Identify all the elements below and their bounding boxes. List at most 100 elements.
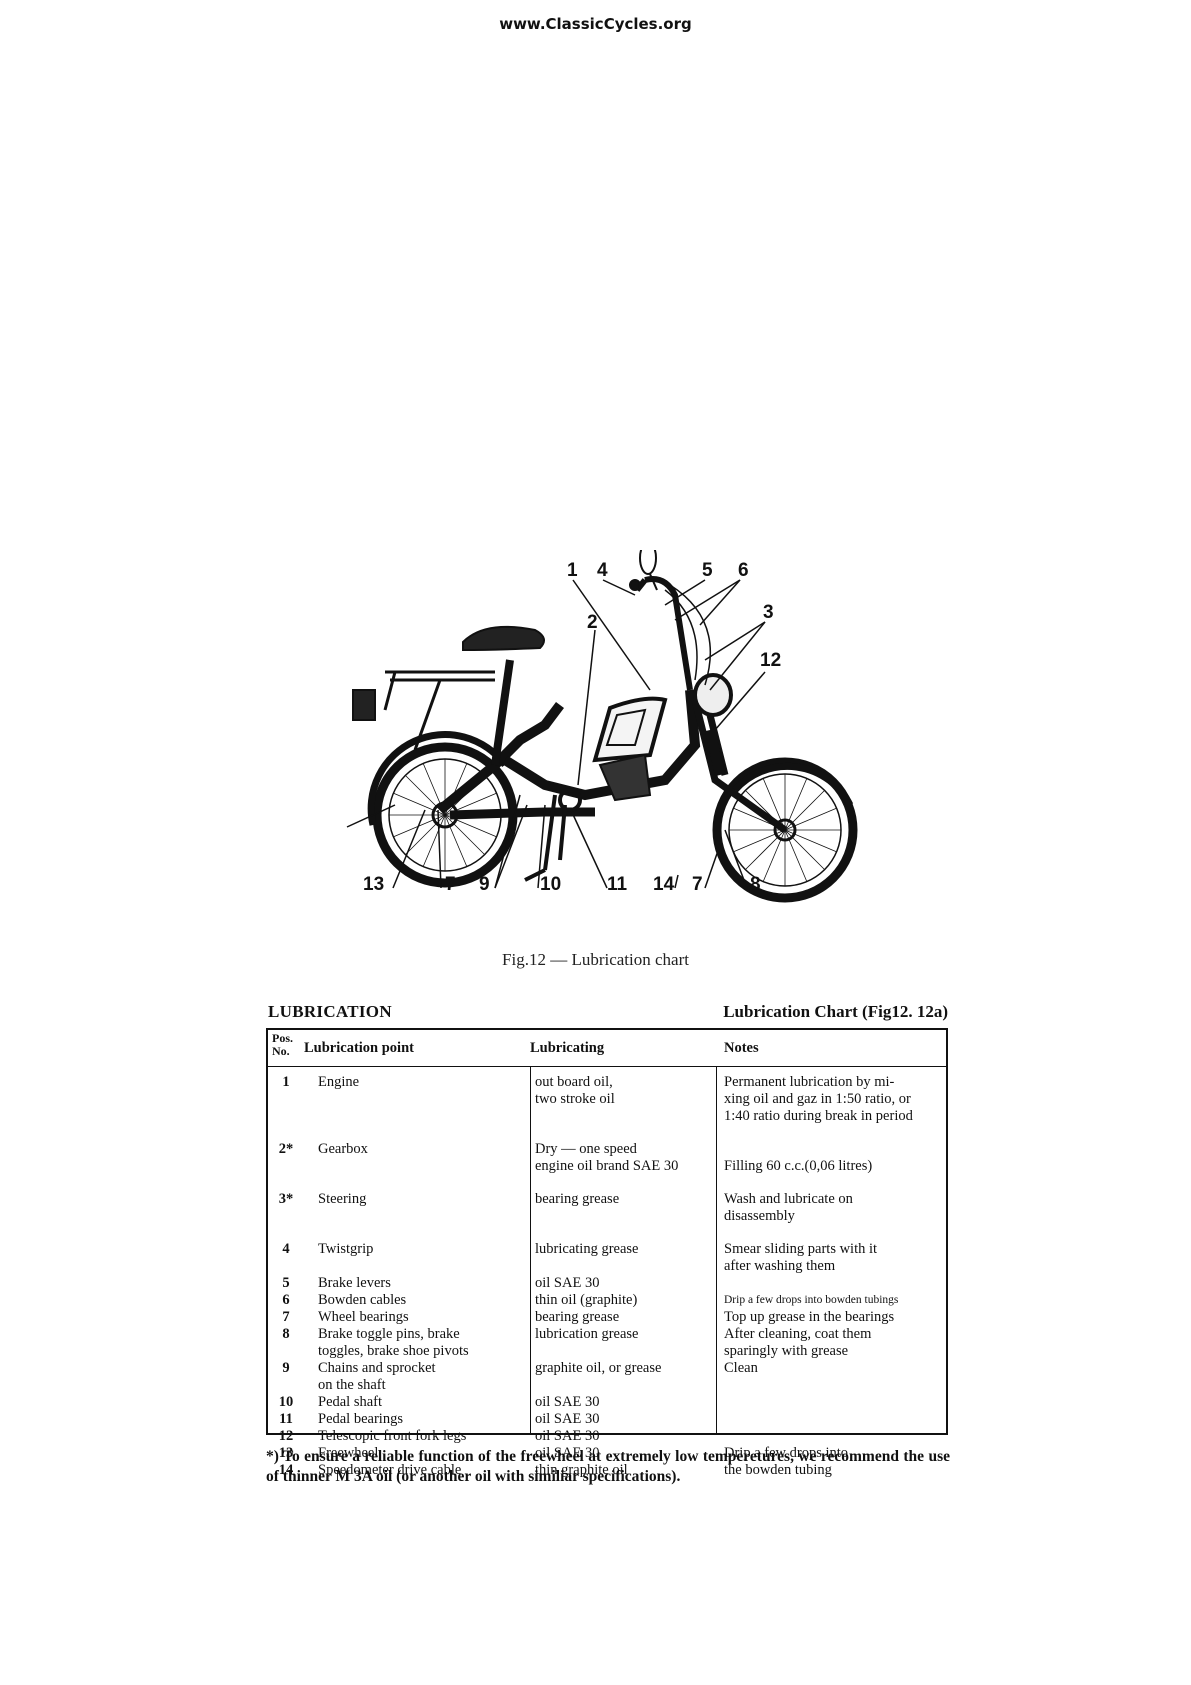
lubrication-point: Wheel bearings (318, 1309, 409, 1325)
lubrication-point: on the shaft (318, 1377, 386, 1393)
note: Permanent lubrication by mi- (724, 1074, 895, 1090)
row-number: 5 (282, 1275, 290, 1291)
callout-2: 2 (587, 612, 598, 633)
lubricant: out board oil, (535, 1074, 613, 1090)
lubricant: lubricating grease (535, 1241, 639, 1257)
table-row: 13 Freewheel oil SAE 30 Drip a few drops in… (268, 1445, 946, 1462)
lubricant: thin oil (graphite) (535, 1292, 638, 1308)
lubrication-point: Pedal shaft (318, 1394, 383, 1410)
lubricant: engine oil brand SAE 30 (535, 1158, 679, 1174)
note: Wash and lubricate on (724, 1191, 853, 1207)
row-number: 8 (282, 1326, 290, 1342)
row-number: 10 (278, 1394, 294, 1410)
moped-drawing: 1 4 5 6 3 2 12 8 13 7 9 10 11 14 7 8 (346, 550, 858, 903)
table-row: 7 Wheel bearings bearing grease Top up grea… (268, 1309, 946, 1326)
column-rule (716, 1066, 717, 1433)
header-rule (268, 1066, 946, 1067)
lubrication-point: toggles, brake shoe pivots (318, 1343, 469, 1359)
table-row: 5 Brake levers oil SAE 30 (268, 1275, 946, 1292)
callout-13: 13 (363, 874, 384, 895)
header-point: Lubrication point (304, 1040, 414, 1056)
lubricant: oil SAE 30 (535, 1275, 600, 1291)
callout-12: 12 (760, 650, 781, 671)
section-title: LUBRICATION (268, 1002, 392, 1021)
callout-6: 6 (738, 560, 749, 581)
header-lubricating: Lubricating (530, 1040, 605, 1056)
chart-title: Lubrication Chart (Fig12. 12a) (723, 1002, 948, 1021)
lubrication-point: Chains and sprocket (318, 1360, 436, 1376)
note: Smear sliding parts with it (724, 1241, 878, 1257)
header-pos: Pos. No. (272, 1031, 293, 1058)
callout-14: 14 (653, 874, 675, 895)
column-rule (530, 1066, 531, 1433)
lubricant: oil SAE 30 (535, 1411, 600, 1427)
lubricant: Dry — one speed (535, 1141, 637, 1157)
header-notes: Notes (724, 1040, 759, 1056)
lubricant: oil SAE 30 (535, 1394, 600, 1410)
note: Drip a few drops into bowden tubings (724, 1294, 899, 1306)
callout-8-right: 8 (750, 874, 761, 895)
table-row: 14 Speedometer drive cable thin graphite o… (268, 1462, 946, 1479)
footnote: *) To ensure a reliable function of the … (266, 1448, 950, 1485)
callout-7-left: 7 (445, 874, 456, 895)
lubrication-point: Freewheel (318, 1445, 379, 1461)
front-tire (712, 757, 858, 903)
table-row: 10 Pedal shaft oil SAE 30 (268, 1394, 946, 1411)
row-number: 7 (282, 1309, 290, 1325)
table-row: 4 Twistgrip lubricating grease Smear slidin… (268, 1241, 946, 1275)
note: the bowden tubing (724, 1462, 832, 1478)
lubrication-point: Telescopic front fork legs (318, 1428, 467, 1444)
callout-5: 5 (702, 560, 713, 581)
lubrication-table: Pos. No. Lubrication point Lubricating N… (266, 1028, 948, 1478)
note: Filling 60 c.c.(0,06 litres) (724, 1158, 873, 1174)
lubricant: thin graphite oil (535, 1462, 628, 1478)
note: After cleaning, coat them (724, 1326, 872, 1342)
note: Drip a few drops into (724, 1445, 849, 1461)
note: after washing them (724, 1258, 836, 1274)
note: sparingly with grease (724, 1343, 849, 1359)
rear-light (352, 689, 376, 721)
lubricant: bearing grease (535, 1309, 620, 1325)
table-row: 12 Telescopic front fork legs oil SAE 30 (268, 1428, 946, 1445)
lubrication-point: Steering (318, 1191, 367, 1207)
lubrication-point: Speedometer drive cable (318, 1462, 462, 1478)
lubrication-point: Bowden cables (318, 1292, 407, 1308)
lubrication-point: Twistgrip (318, 1241, 374, 1257)
callout-1: 1 (567, 560, 578, 581)
callout-3: 3 (763, 602, 774, 623)
note: xing oil and gaz in 1:50 ratio, or (724, 1091, 911, 1107)
row-number: 2* (278, 1141, 294, 1157)
row-number: 4 (282, 1241, 290, 1257)
callout-7-right: 7 (692, 874, 703, 895)
lubricant: oil SAE 30 (535, 1445, 600, 1461)
lubricant: lubrication grease (535, 1326, 639, 1342)
row-number: 12 (278, 1428, 294, 1444)
note: disassembly (724, 1208, 795, 1224)
row-number: 13 (278, 1445, 294, 1461)
lubricant: graphite oil, or grease (535, 1360, 662, 1376)
lubrication-point: Gearbox (318, 1141, 368, 1157)
note: Top up grease in the bearings (724, 1309, 895, 1325)
row-number: 14 (278, 1462, 294, 1478)
callout-10: 10 (540, 874, 561, 895)
moped-illustration: 1 4 5 6 3 2 12 8 13 7 9 10 11 14 7 8 (345, 550, 965, 950)
lubricant: oil SAE 30 (535, 1428, 600, 1444)
figure-caption: Fig.12 — Lubrication chart (502, 950, 689, 969)
note: 1:40 ratio during break in period (724, 1108, 913, 1124)
lubrication-point: Engine (318, 1074, 360, 1090)
lubrication-point: Brake toggle pins, brake (318, 1326, 460, 1342)
lubricant: bearing grease (535, 1191, 620, 1207)
row-number: 9 (282, 1360, 290, 1376)
lubrication-point: Brake levers (318, 1275, 391, 1291)
row-number: 1 (282, 1074, 290, 1090)
fork-spring (705, 728, 725, 777)
table-header: Pos. No. Lubrication point Lubricating N… (268, 1030, 946, 1066)
